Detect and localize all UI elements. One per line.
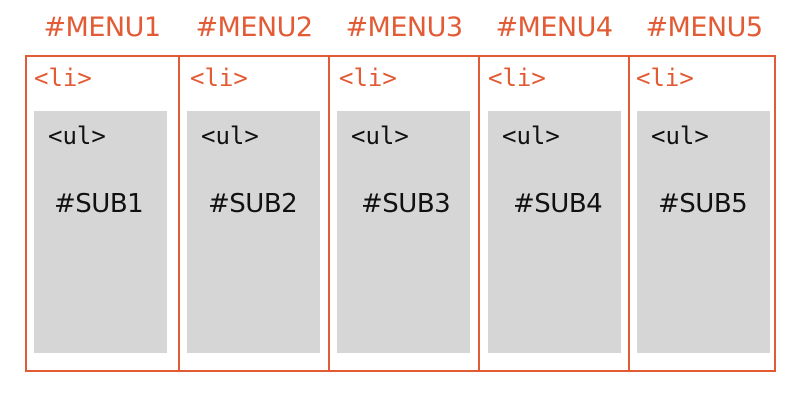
menu-title-4: #MENU4 (495, 12, 613, 43)
submenu-box-2: <ul> #SUB2 (187, 111, 320, 353)
ul-tag-label: <ul> (48, 122, 106, 150)
submenu-label: #SUB5 (658, 189, 748, 219)
submenu-box-1: <ul> #SUB1 (34, 111, 167, 353)
column-divider-2 (328, 55, 330, 372)
submenu-label: #SUB4 (513, 189, 603, 219)
li-tag-label-5: <li> (636, 64, 694, 92)
li-tag-label-1: <li> (34, 64, 92, 92)
submenu-label: #SUB3 (361, 189, 451, 219)
submenu-box-5: <ul> #SUB5 (637, 111, 770, 353)
ul-tag-label: <ul> (201, 122, 259, 150)
column-divider-4 (628, 55, 630, 372)
ul-tag-label: <ul> (502, 122, 560, 150)
menu-title-1: #MENU1 (43, 12, 161, 43)
menu-title-5: #MENU5 (645, 12, 763, 43)
ul-tag-label: <ul> (651, 122, 709, 150)
submenu-label: #SUB2 (208, 189, 298, 219)
li-tag-label-4: <li> (488, 64, 546, 92)
column-divider-1 (178, 55, 180, 372)
li-tag-label-2: <li> (190, 64, 248, 92)
menu-title-2: #MENU2 (195, 12, 313, 43)
submenu-box-3: <ul> #SUB3 (337, 111, 470, 353)
submenu-box-4: <ul> #SUB4 (488, 111, 621, 353)
column-divider-3 (478, 55, 480, 372)
menu-title-3: #MENU3 (345, 12, 463, 43)
menu-frame (25, 55, 776, 372)
ul-tag-label: <ul> (351, 122, 409, 150)
li-tag-label-3: <li> (339, 64, 397, 92)
submenu-label: #SUB1 (54, 189, 144, 219)
